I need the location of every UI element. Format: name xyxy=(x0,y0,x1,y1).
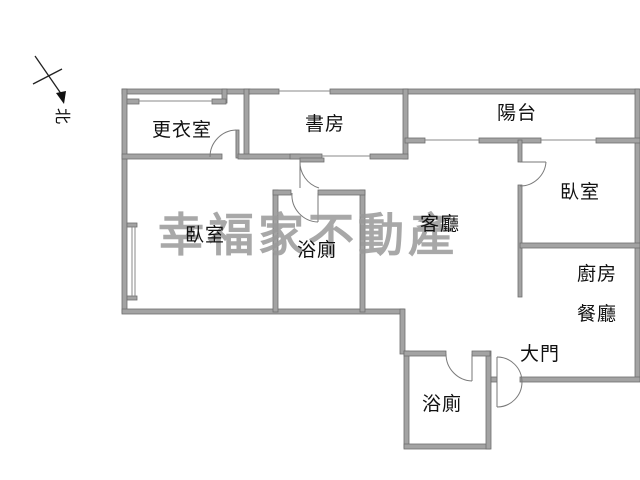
room-label-living-room: 客廳 xyxy=(420,213,461,235)
room-label-study: 書房 xyxy=(305,113,346,135)
room-label-walk-in-closet: 更衣室 xyxy=(152,119,213,141)
doors xyxy=(209,129,547,408)
room-label-balcony: 陽台 xyxy=(497,102,538,124)
room-label-bathroom-bottom: 浴廁 xyxy=(422,393,463,415)
room-label-bathroom-center: 浴廁 xyxy=(297,239,338,261)
north-label: 北 xyxy=(53,107,73,125)
room-label-kitchen: 廚房 xyxy=(577,263,618,285)
room-label-dining-room: 餐廳 xyxy=(577,303,618,325)
walls xyxy=(121,88,640,450)
watermark: 幸福家不動產 xyxy=(158,208,458,262)
room-label-bedroom-left: 臥室 xyxy=(185,224,226,246)
north-arrow-icon xyxy=(32,55,66,104)
room-label-main-door: 大門 xyxy=(520,343,561,365)
room-label-bedroom-right: 臥室 xyxy=(560,181,601,203)
windows xyxy=(131,90,596,296)
